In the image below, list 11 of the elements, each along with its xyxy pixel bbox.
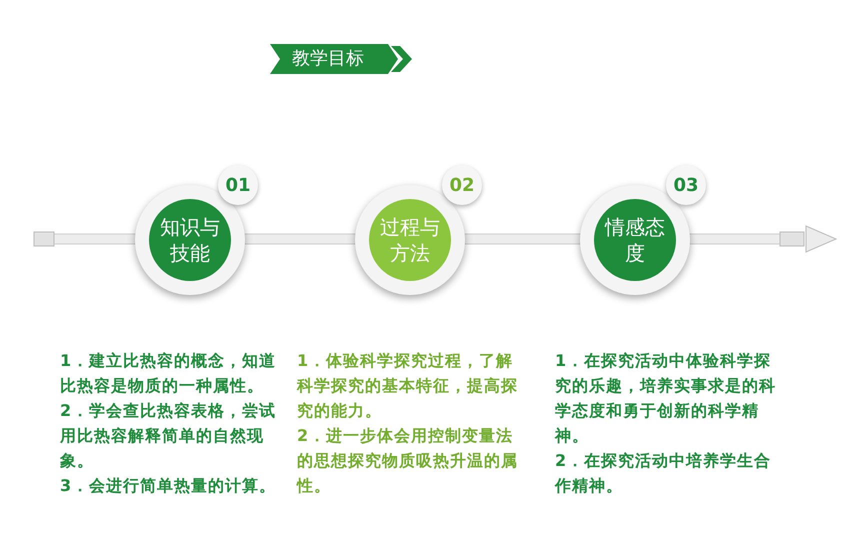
objective-text: 2．进一步体会用控制变量法的思想探究物质吸热升温的属性。	[297, 425, 519, 497]
objective-text: 1．建立比热容的概念，知道比热容是物质的一种属性。	[60, 350, 278, 397]
objective-text: 1．体验科学探究过程，了解科学探究的基本特征，提高探究的能力。	[297, 350, 519, 422]
title-banner: 教学目标	[270, 44, 415, 74]
objective-text: 1．在探究活动中体验科学探究的乐趣，培养实事求是的科学态度和勇于创新的科学精神。	[555, 350, 777, 447]
objective-text: 2．学会查比热容表格，尝试用比热容解释简单的自然现象。	[60, 400, 278, 472]
number-badge: 01	[218, 165, 258, 205]
objective-text: 3．会进行简单热量的计算。	[60, 475, 278, 497]
number-badge: 02	[442, 165, 482, 205]
objective-text: 2．在探究活动中培养学生合作精神。	[555, 450, 772, 497]
number-badge: 03	[666, 165, 706, 205]
